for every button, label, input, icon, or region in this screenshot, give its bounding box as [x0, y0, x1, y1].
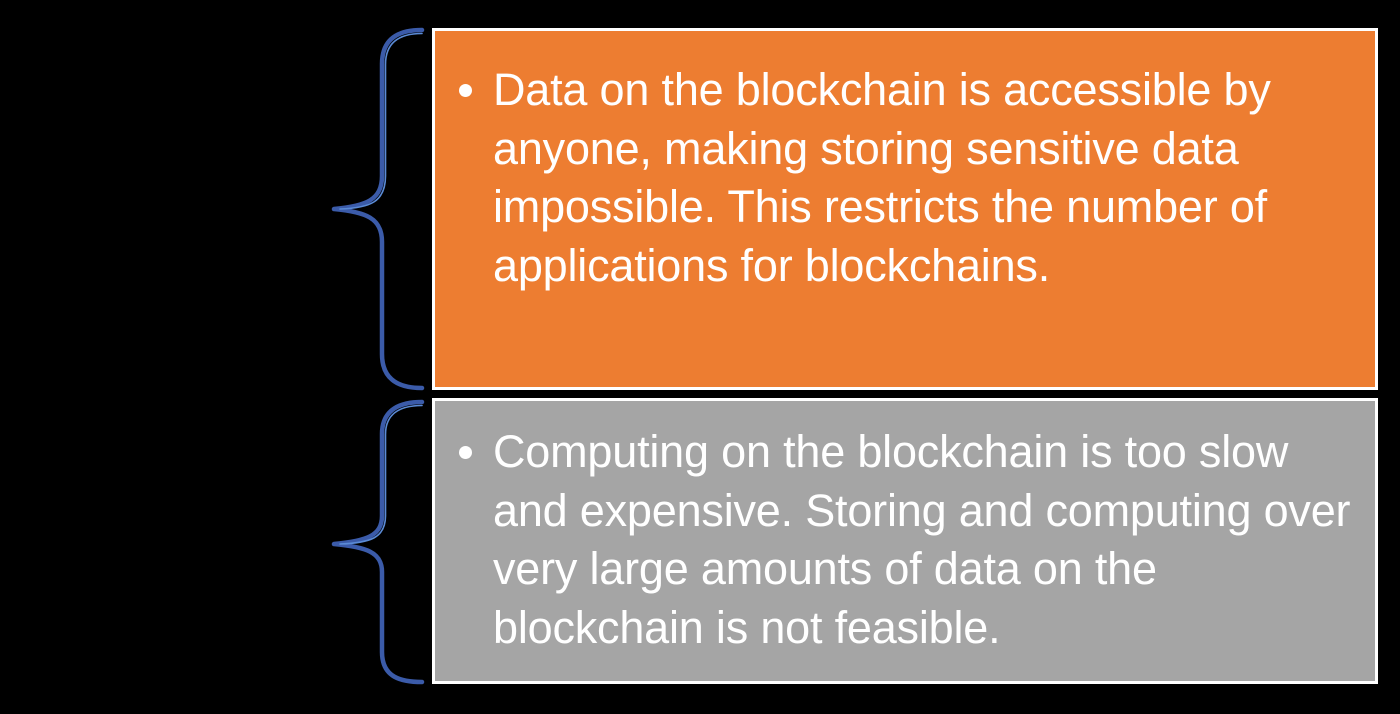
- bullet-text: Data on the blockchain is accessible by …: [493, 64, 1271, 291]
- bullet-text: Computing on the blockchain is too slow …: [493, 426, 1351, 653]
- bullet-item: Data on the blockchain is accessible by …: [457, 61, 1353, 295]
- left-curly-brace-orange: [330, 26, 430, 392]
- bullet-list-orange: Data on the blockchain is accessible by …: [457, 61, 1353, 295]
- bullet-dot-icon: [459, 446, 472, 460]
- callout-box-gray: Computing on the blockchain is too slow …: [432, 398, 1378, 684]
- bullet-item: Computing on the blockchain is too slow …: [457, 423, 1353, 657]
- bullet-list-gray: Computing on the blockchain is too slow …: [457, 423, 1353, 657]
- left-curly-brace-gray: [330, 398, 430, 686]
- bullet-dot-icon: [459, 84, 472, 98]
- callout-box-orange: Data on the blockchain is accessible by …: [432, 28, 1378, 390]
